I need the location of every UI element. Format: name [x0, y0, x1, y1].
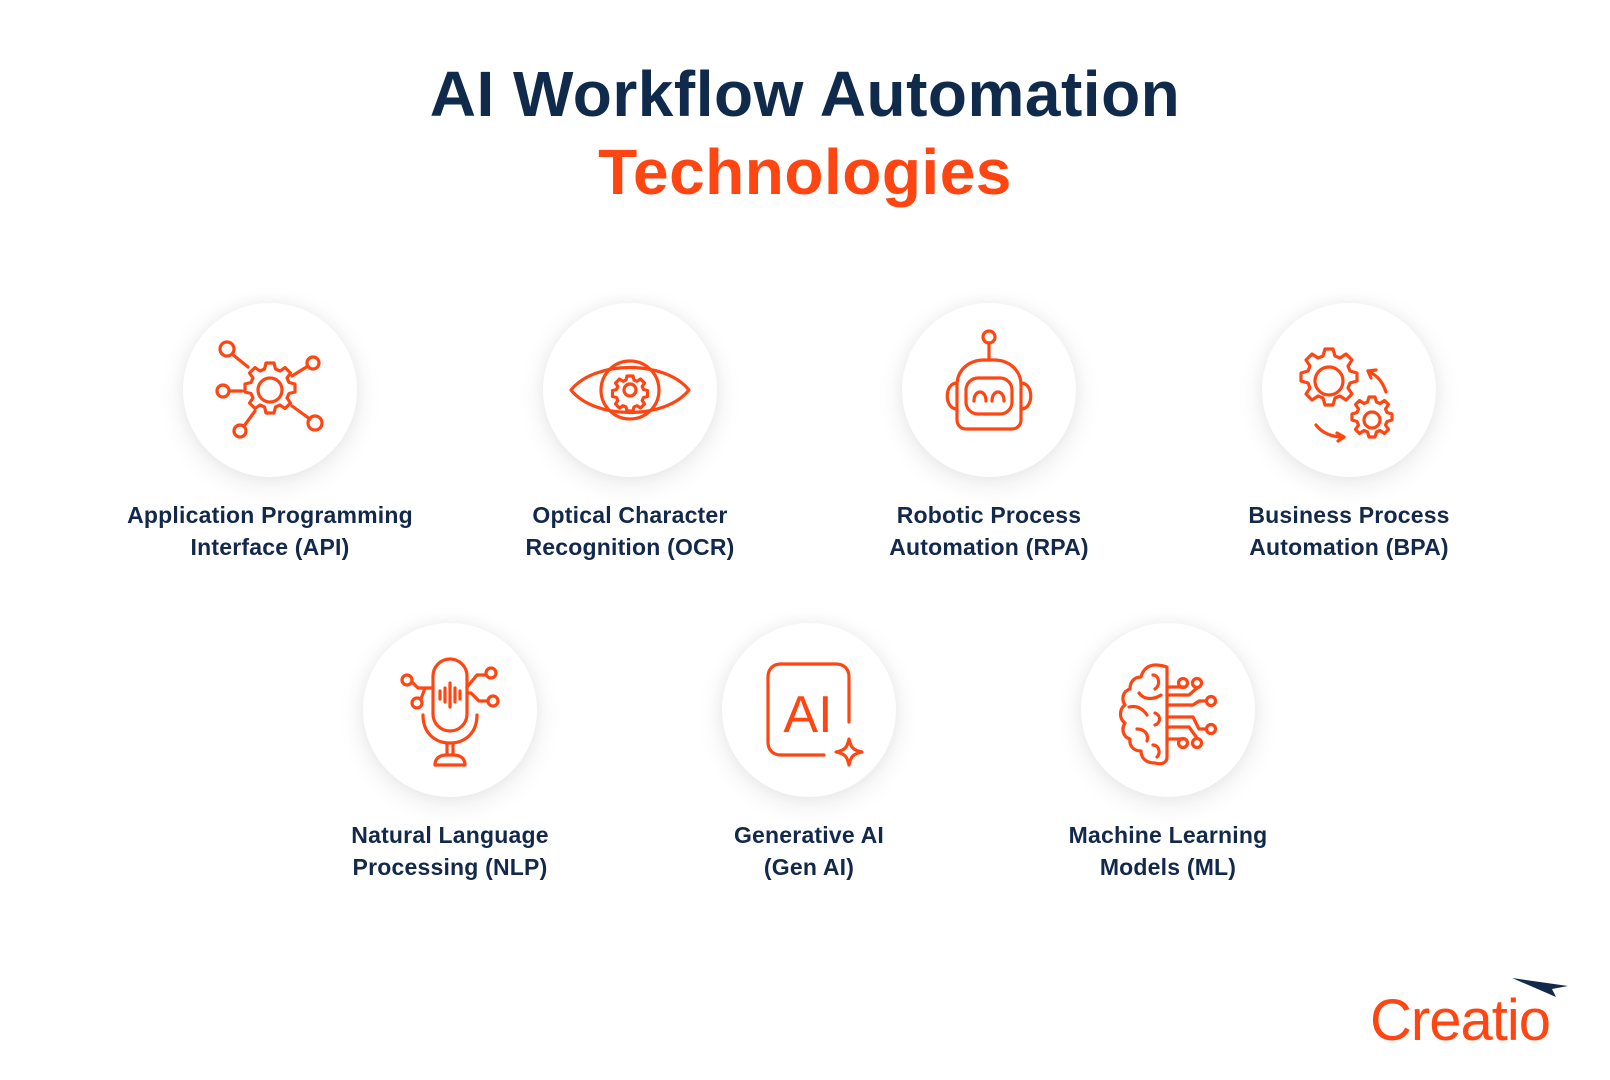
svg-text:AI: AI	[783, 686, 832, 744]
tech-label: Application Programming Interface (API)	[127, 502, 413, 560]
icon-circle	[543, 303, 717, 477]
ai-sparkle-icon: AI	[766, 662, 864, 767]
tech-label: Optical Character Recognition (OCR)	[525, 502, 735, 560]
robot-icon	[945, 329, 1033, 431]
tech-label: Business Process Automation (BPA)	[1248, 502, 1450, 560]
eye-gear-icon	[569, 359, 691, 421]
page-subtitle: Technologies	[598, 136, 1012, 208]
logo-swoosh-icon	[1512, 978, 1568, 997]
tech-label: Robotic Process Automation (RPA)	[889, 502, 1089, 560]
tech-label: Machine Learning Models (ML)	[1068, 822, 1268, 880]
brain-circuit-icon	[1118, 663, 1218, 766]
microphone-network-icon	[400, 657, 500, 767]
page-title: AI Workflow Automation	[429, 58, 1181, 130]
icon-circle: AI	[722, 623, 896, 797]
icon-circle	[902, 303, 1076, 477]
icon-circle	[1262, 303, 1436, 477]
logo-text: Creatio	[1370, 988, 1551, 1053]
gear-network-icon	[215, 340, 324, 439]
icon-circle	[183, 303, 357, 477]
tech-label: Natural Language Processing (NLP)	[351, 822, 549, 880]
tech-label: Generative AI (Gen AI)	[733, 822, 885, 880]
gears-cycle-icon	[1299, 347, 1394, 443]
creatio-logo: Creatio	[1370, 978, 1585, 1053]
icon-circle	[1081, 623, 1255, 797]
icon-circle	[363, 623, 537, 797]
